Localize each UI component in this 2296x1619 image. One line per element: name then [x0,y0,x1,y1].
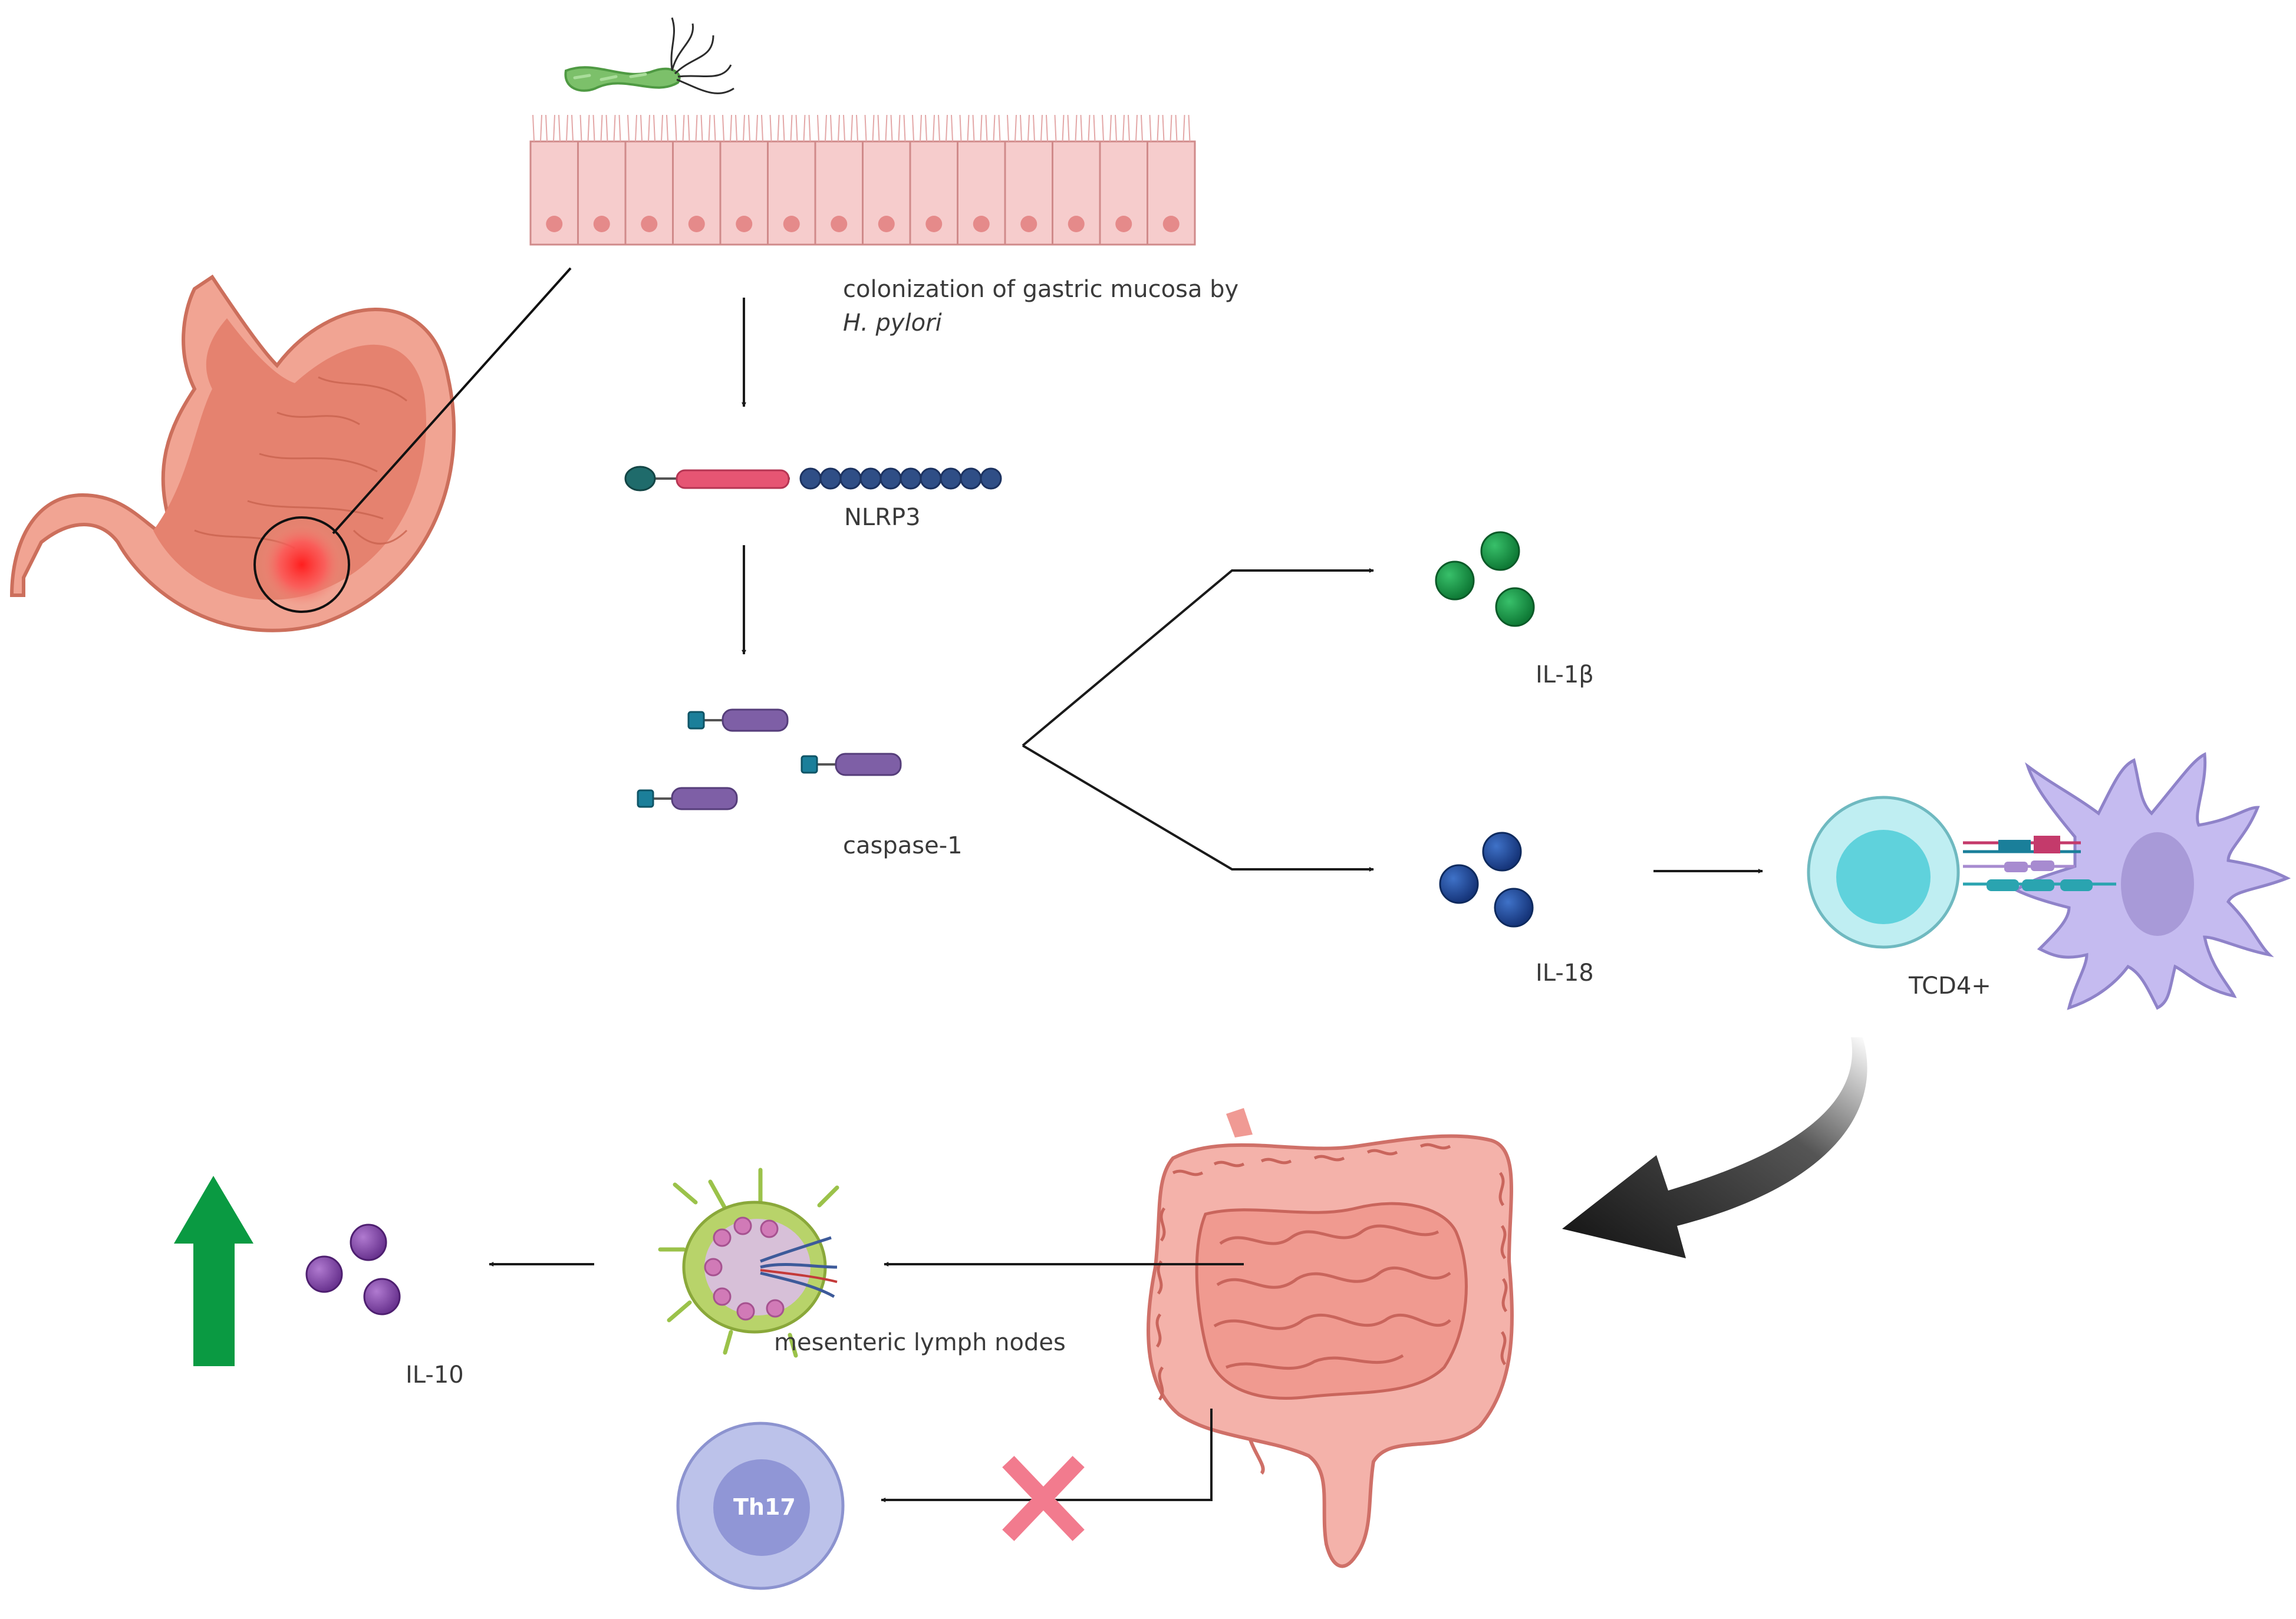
caspase-1-label: caspase-1 [843,832,963,859]
caspase-1-icon [637,708,902,810]
colonization-line1: colonization of gastric mucosa by [843,276,1239,303]
arrow-intestine-to-th17 [881,1409,1213,1502]
il-1b-label: IL-1β [1536,661,1594,688]
inhibition-cross-icon [1002,1456,1085,1541]
tcd4-dendritic-cell-icon [1807,752,2291,1010]
helicobacter-pylori-icon [564,17,734,94]
arrow-caspase-to-il18 [1022,744,1374,872]
lymph-node-icon [658,1168,839,1358]
il-18-label: IL-18 [1536,959,1594,987]
tcd4-label: TCD4+ [1909,972,1991,1000]
th17-label: Th17 [733,1494,796,1520]
nlrp3-label: NLRP3 [844,504,921,531]
big-curved-arrow [1562,1037,1867,1258]
mesenteric-lymph-nodes-label: mesenteric lymph nodes [774,1329,1066,1356]
h-pylori-label: H. pylori [843,309,942,337]
colonization-label: colonization of gastric mucosa by [843,276,1238,303]
il-18-molecules-icon [1439,832,1534,928]
increase-arrow-icon [174,1176,253,1366]
il-10-label: IL-10 [406,1361,464,1389]
il-1b-molecules-icon [1435,531,1535,627]
il-10-molecules-icon [305,1224,401,1315]
intestine-icon [1147,1108,1514,1568]
colonization-line2: H. pylori [843,309,942,337]
stomach-icon [9,267,572,632]
arrow-caspase-to-il1b [1022,568,1374,747]
th17-cell-icon [676,1422,845,1590]
nlrp3-protein-icon [624,466,1002,492]
gastric-epithelium-icon [529,114,1196,246]
